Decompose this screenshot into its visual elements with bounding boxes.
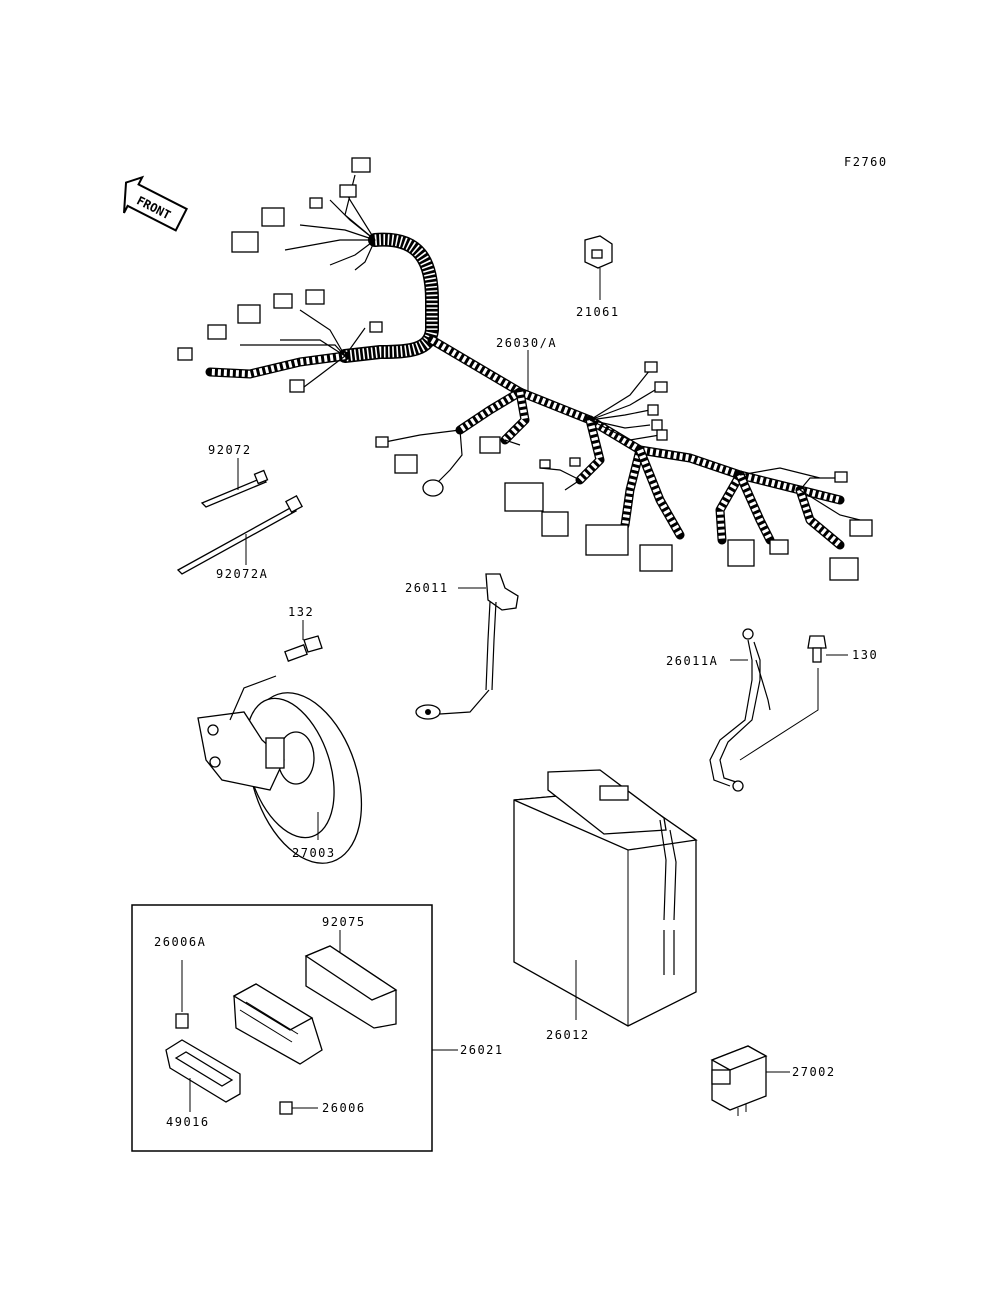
kit-26021-box [131,904,433,1152]
part-26012-battery [513,769,698,1027]
label-92072: 92072 [208,443,252,457]
label-26012: 26012 [546,1028,590,1042]
label-92072a: 92072A [216,567,268,581]
label-130: 130 [852,648,878,662]
cable-ties [176,458,303,575]
label-26011: 26011 [405,581,449,595]
front-arrow-icon: FRONT [123,175,188,232]
label-26006: 26006 [322,1101,366,1115]
label-27003: 27003 [292,846,336,860]
main-wiring-harness [177,157,873,581]
part-26011 [415,573,519,720]
label-26021: 26021 [460,1043,504,1057]
label-26030: 26030/A [496,336,557,350]
part-26011a [709,628,848,792]
figure-code: F2760 [844,155,888,169]
kit-26021-contents [165,930,398,1115]
part-27003-horn [197,620,363,864]
label-21061: 21061 [576,305,620,319]
label-132: 132 [288,605,314,619]
label-26006a: 26006A [154,935,206,949]
part-27002-relay [710,1045,790,1116]
label-27002: 27002 [792,1065,836,1079]
part-21061 [584,235,613,300]
label-92075: 92075 [322,915,366,929]
label-49016: 49016 [166,1115,210,1129]
label-26011a: 26011A [666,654,718,668]
